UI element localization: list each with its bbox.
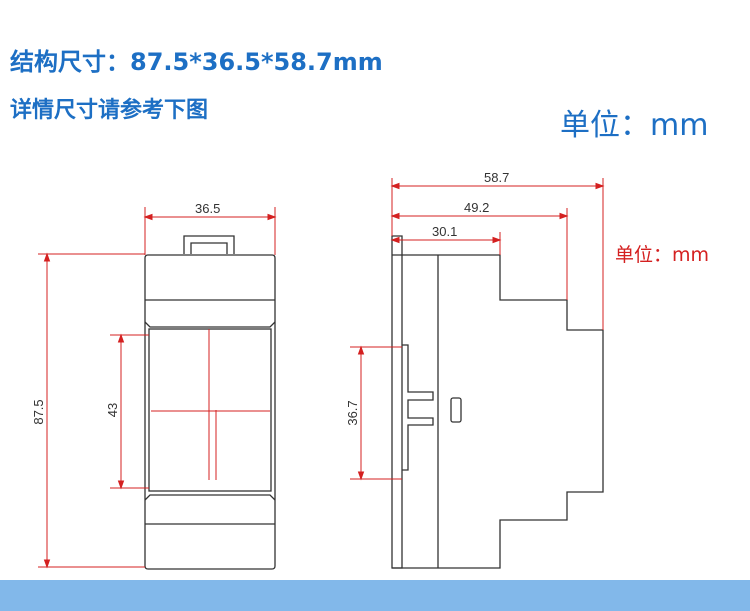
- front-view: [144, 235, 276, 570]
- structure-size-title: 结构尺寸：87.5*36.5*58.7mm: [10, 48, 383, 76]
- side-dimension-lines: [350, 178, 605, 481]
- front-dimension-lines: [38, 207, 277, 569]
- front-body: [144, 254, 276, 570]
- bottom-bar: [0, 580, 750, 611]
- side-profile: [392, 254, 604, 569]
- upper-bevel: [144, 321, 276, 328]
- back-plate: [391, 235, 403, 569]
- front-height-label: 87.5: [31, 399, 46, 424]
- unit-label: 单位：mm: [560, 108, 709, 143]
- side-latch: [450, 397, 462, 423]
- depth-label: 58.7: [484, 170, 509, 185]
- inner-depth-label: 30.1: [432, 224, 457, 239]
- top-clip-inner: [190, 242, 228, 254]
- side-unit-label: 单位：mm: [615, 244, 709, 266]
- rail-height-label: 36.7: [345, 400, 360, 425]
- window-height-label: 43: [105, 403, 120, 417]
- detail-note: 详情尺寸请参考下图: [10, 98, 209, 123]
- front-window: [148, 328, 272, 492]
- front-width-label: 36.5: [195, 201, 220, 216]
- side-view: [391, 235, 604, 569]
- window-cross: [151, 329, 270, 480]
- middle-depth-label: 49.2: [464, 200, 489, 215]
- top-clip: [183, 235, 235, 254]
- rail-clip: [402, 344, 434, 471]
- lower-bevel: [144, 494, 276, 501]
